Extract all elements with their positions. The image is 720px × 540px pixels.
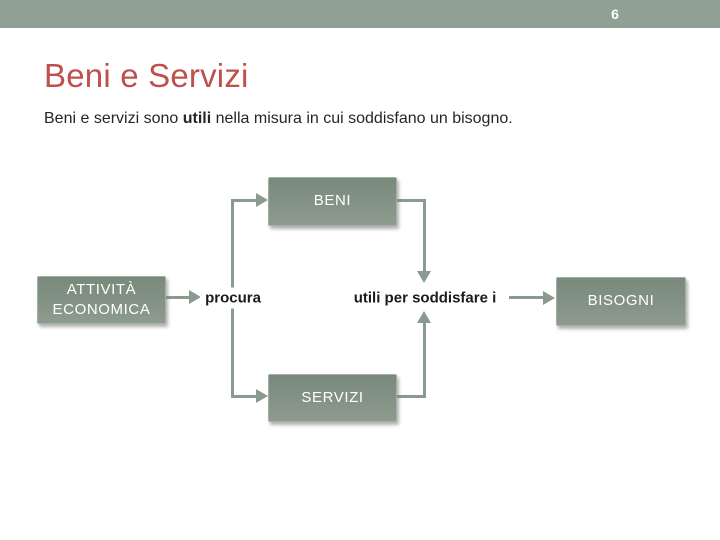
connector-from-beni (397, 199, 426, 202)
node-servizi: SERVIZI (268, 374, 397, 422)
page-number: 6 (611, 6, 619, 22)
node-attivita-economica: ATTIVITÀ ECONOMICA (37, 276, 166, 324)
edge-label-utili-per-soddisfare: utili per soddisfare i (348, 287, 502, 309)
slide-title: Beni e Servizi (44, 57, 249, 94)
arrowhead-up-to-utili-icon (417, 311, 431, 323)
subtitle-prefix: Beni e servizi sono (44, 110, 183, 127)
node-bisogni: BISOGNI (556, 277, 686, 326)
arrowhead-into-servizi-icon (256, 389, 268, 403)
slide-subtitle: Beni e servizi sono utili nella misura i… (44, 110, 513, 128)
connector-to-beni (231, 199, 257, 202)
connector-to-servizi (231, 395, 257, 398)
arrowhead-down-to-utili-icon (417, 271, 431, 283)
connector-right-vertical-bottom (423, 322, 426, 398)
arrowhead-into-bisogni-icon (543, 291, 555, 305)
connector-from-servizi (397, 395, 426, 398)
connector-right-vertical-top (423, 199, 426, 272)
subtitle-suffix: nella misura in cui soddisfano un bisogn… (211, 110, 513, 127)
edge-label-procura: procura (200, 287, 266, 309)
connector-from-attivita (166, 296, 190, 299)
node-beni: BENI (268, 177, 397, 226)
subtitle-bold-word: utili (182, 110, 212, 127)
connector-to-bisogni (509, 296, 544, 299)
arrowhead-into-beni-icon (256, 193, 268, 207)
slide-header-bar: 6 (0, 0, 720, 28)
arrowhead-to-procura-icon (189, 290, 201, 304)
